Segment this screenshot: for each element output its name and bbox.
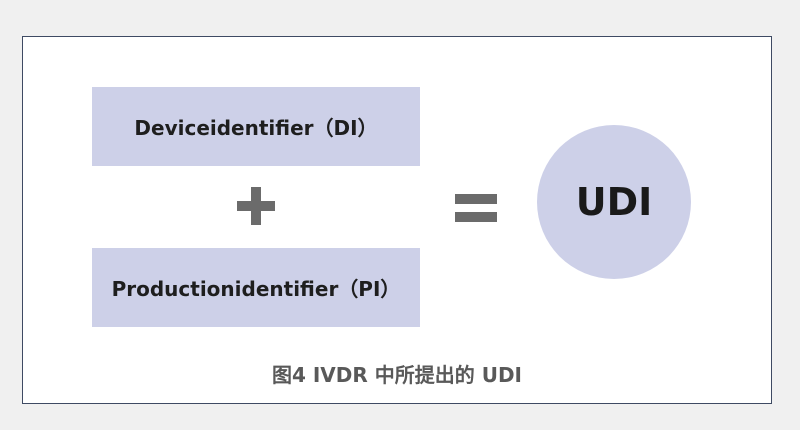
- device-identifier-label: Deviceidentifier（DI）: [134, 116, 378, 140]
- device-identifier-box: Deviceidentifier（DI）: [92, 87, 420, 166]
- production-identifier-box: Productionidentifier（PI）: [92, 248, 420, 327]
- equals-icon: [455, 191, 497, 225]
- udi-label: UDI: [575, 180, 653, 224]
- plus-vertical-bar: [251, 187, 261, 225]
- udi-circle: UDI: [537, 125, 691, 279]
- equals-bottom-bar: [455, 212, 497, 222]
- plus-icon: [237, 187, 275, 225]
- diagram-frame: Deviceidentifier（DI） Productionidentifie…: [22, 36, 772, 404]
- figure-caption: 图4 IVDR 中所提出的 UDI: [271, 363, 522, 387]
- equals-top-bar: [455, 194, 497, 204]
- production-identifier-label: Productionidentifier（PI）: [111, 277, 401, 301]
